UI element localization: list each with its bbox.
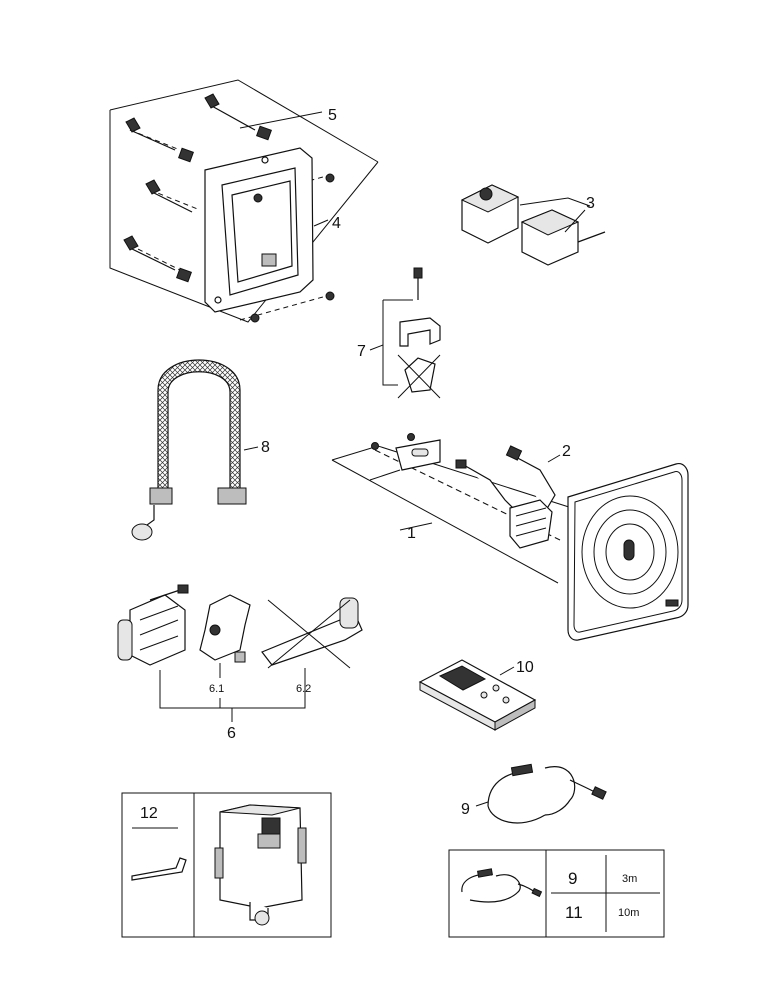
threaded-bolt [204, 93, 272, 141]
frame-plate [204, 147, 314, 313]
callout-9: 9 [461, 801, 470, 818]
callout-3: 3 [586, 195, 595, 212]
callout-5: 5 [328, 107, 337, 124]
cistern [214, 804, 307, 926]
callout-7: 7 [357, 343, 366, 360]
cable-length-table: 9 3m 11 10m [448, 849, 665, 938]
threaded-bolt [145, 179, 193, 213]
callout-2: 2 [562, 443, 571, 460]
accessory-panel-12: 12 [121, 792, 332, 938]
extension-cable: 9 [461, 763, 607, 824]
callout-6-2: 6.2 [296, 683, 311, 695]
bracket-assembly: 7 [357, 267, 441, 399]
callout-12: 12 [140, 805, 158, 822]
screw [253, 193, 263, 203]
screw [325, 291, 335, 301]
mounting-frame-assembly: 5 4 [109, 79, 379, 323]
screw [250, 313, 260, 323]
screw [325, 173, 335, 183]
electronic-box-assembly: 3 [460, 184, 606, 266]
flexible-hose: 8 [131, 359, 270, 541]
valve-assembly: 6.1 6.2 6 [117, 584, 363, 742]
threaded-bolt [123, 235, 192, 283]
table-length-3m: 3m [622, 873, 637, 885]
callout-6-1: 6.1 [209, 683, 224, 695]
callout-8: 8 [261, 439, 270, 456]
flush-plate-assembly: 2 1 [331, 433, 689, 641]
callout-1: 1 [407, 525, 416, 542]
table-part-11: 11 [565, 903, 583, 922]
callout-4: 4 [332, 215, 341, 232]
nut [261, 253, 277, 267]
table-part-9: 9 [568, 869, 577, 888]
table-length-10m: 10m [618, 907, 639, 919]
callout-6: 6 [227, 725, 236, 742]
front-plate [567, 463, 689, 641]
threaded-bolt [125, 117, 194, 163]
callout-10: 10 [516, 659, 534, 676]
remote-control: 10 [418, 659, 537, 731]
